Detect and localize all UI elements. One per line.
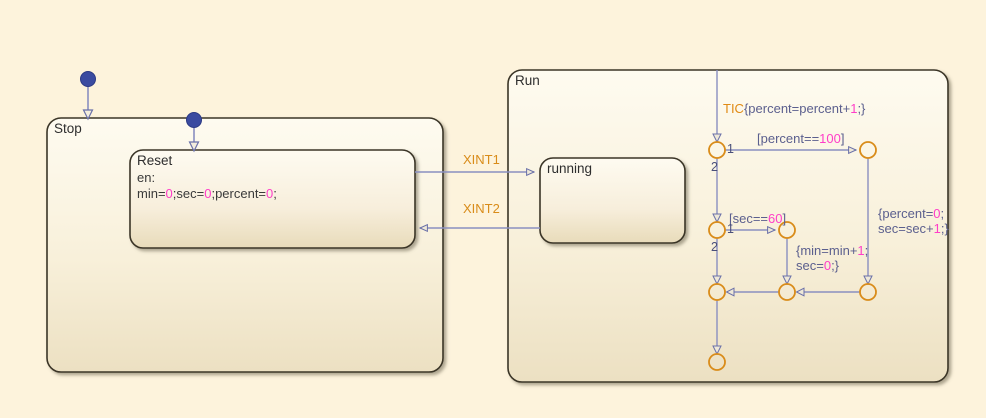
default-transition-stop-arrow (82, 109, 94, 121)
junction-j4[interactable] (778, 221, 796, 239)
state-run[interactable] (507, 69, 949, 383)
state-running-box[interactable] (539, 157, 686, 244)
flow-j1-j3-arrow (712, 213, 722, 224)
flow-j3-j5-arrow (712, 275, 722, 286)
flow-j2-j7-arrow (863, 275, 873, 286)
flow-j5-j8-arrow (712, 345, 722, 356)
junction-j6[interactable] (778, 283, 796, 301)
run-flow-graph (708, 70, 877, 371)
flow-j6-j5-arrow (725, 287, 735, 297)
default-transition-stop[interactable] (80, 71, 96, 121)
state-reset[interactable] (129, 149, 416, 249)
state-reset-box[interactable] (129, 149, 416, 249)
state-run-box[interactable] (507, 69, 949, 383)
default-transition-reset-dot[interactable] (186, 112, 202, 128)
default-transition-reset[interactable] (186, 112, 202, 153)
junction-j5[interactable] (708, 283, 726, 301)
junction-j2[interactable] (859, 141, 877, 159)
flow-j7-j6-arrow (795, 287, 805, 297)
junction-j3[interactable] (708, 221, 726, 239)
default-transition-stop-dot[interactable] (80, 71, 96, 87)
junction-j7[interactable] (859, 283, 877, 301)
default-transition-reset-arrow (188, 141, 200, 153)
junction-j1[interactable] (708, 141, 726, 159)
flow-j4-j6-arrow (782, 275, 792, 286)
junction-j8[interactable] (708, 353, 726, 371)
state-running[interactable] (539, 157, 686, 244)
flow-top-entry-arrow (712, 133, 722, 144)
